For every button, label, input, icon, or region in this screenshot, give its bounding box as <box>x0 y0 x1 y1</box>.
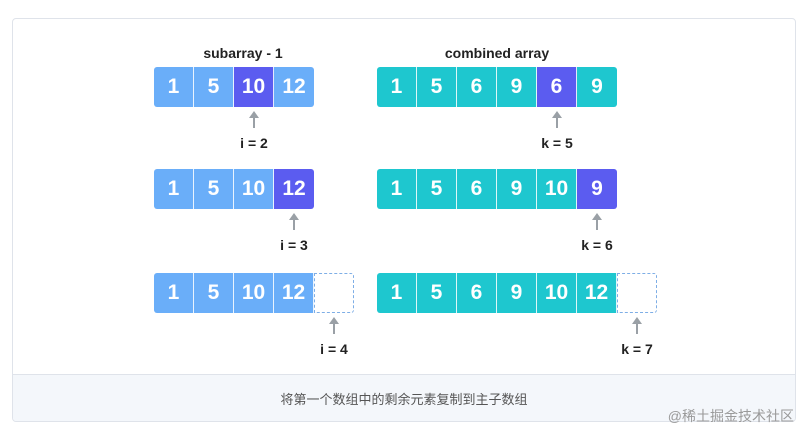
array-cell: 5 <box>417 169 457 209</box>
array-cell: 6 <box>457 169 497 209</box>
array-cell: 9 <box>497 273 537 313</box>
subarray-title: subarray - 1 <box>203 45 283 61</box>
highlighted-cell: 6 <box>537 67 577 107</box>
array-cell: 6 <box>457 67 497 107</box>
up-arrow-icon <box>289 213 299 230</box>
index-pointer-i: i = 4 <box>304 317 364 357</box>
array-cell: 10 <box>234 273 274 313</box>
pointer-label: i = 4 <box>320 341 348 357</box>
index-pointer-i: i = 3 <box>264 213 324 253</box>
highlighted-cell: 10 <box>234 67 274 107</box>
highlighted-cell: 12 <box>274 169 314 209</box>
pointer-label: i = 3 <box>280 237 308 253</box>
array-cell: 5 <box>417 273 457 313</box>
pointer-label: i = 2 <box>240 135 268 151</box>
empty-cell <box>314 273 354 313</box>
pointer-label: k = 6 <box>581 237 613 253</box>
empty-cell <box>617 273 657 313</box>
array-cell: 5 <box>194 169 234 209</box>
caption-bar: 将第一个数组中的剩余元素复制到主子数组 <box>13 374 795 421</box>
array-cell: 12 <box>274 67 314 107</box>
caption-text: 将第一个数组中的剩余元素复制到主子数组 <box>280 391 528 407</box>
array-cell: 10 <box>234 169 274 209</box>
array-cell: 1 <box>377 273 417 313</box>
pointer-label: k = 5 <box>541 135 573 151</box>
array-cell: 9 <box>497 169 537 209</box>
pointer-label: k = 7 <box>621 341 653 357</box>
array-cell: 1 <box>377 169 417 209</box>
array-cell: 10 <box>537 169 577 209</box>
array-cell: 6 <box>457 273 497 313</box>
combined-array-title: combined array <box>444 45 550 61</box>
highlighted-cell: 9 <box>577 169 617 209</box>
index-pointer-i: i = 2 <box>224 111 284 151</box>
array-cell: 9 <box>497 67 537 107</box>
array-cell: 1 <box>154 273 194 313</box>
array-cell: 5 <box>194 273 234 313</box>
up-arrow-icon <box>329 317 339 334</box>
array-cell: 12 <box>577 273 617 313</box>
array-cell: 9 <box>577 67 617 107</box>
array-cell: 1 <box>154 67 194 107</box>
up-arrow-icon <box>552 111 562 128</box>
array-cell: 1 <box>154 169 194 209</box>
array-cell: 12 <box>274 273 314 313</box>
array-cell: 5 <box>417 67 457 107</box>
index-pointer-k: k = 5 <box>527 111 587 151</box>
array-cell: 10 <box>537 273 577 313</box>
array-cell: 5 <box>194 67 234 107</box>
array-cell: 1 <box>377 67 417 107</box>
up-arrow-icon <box>592 213 602 230</box>
index-pointer-k: k = 7 <box>607 317 667 357</box>
up-arrow-icon <box>249 111 259 128</box>
index-pointer-k: k = 6 <box>567 213 627 253</box>
watermark: @稀土掘金技术社区 <box>667 408 794 424</box>
up-arrow-icon <box>632 317 642 334</box>
